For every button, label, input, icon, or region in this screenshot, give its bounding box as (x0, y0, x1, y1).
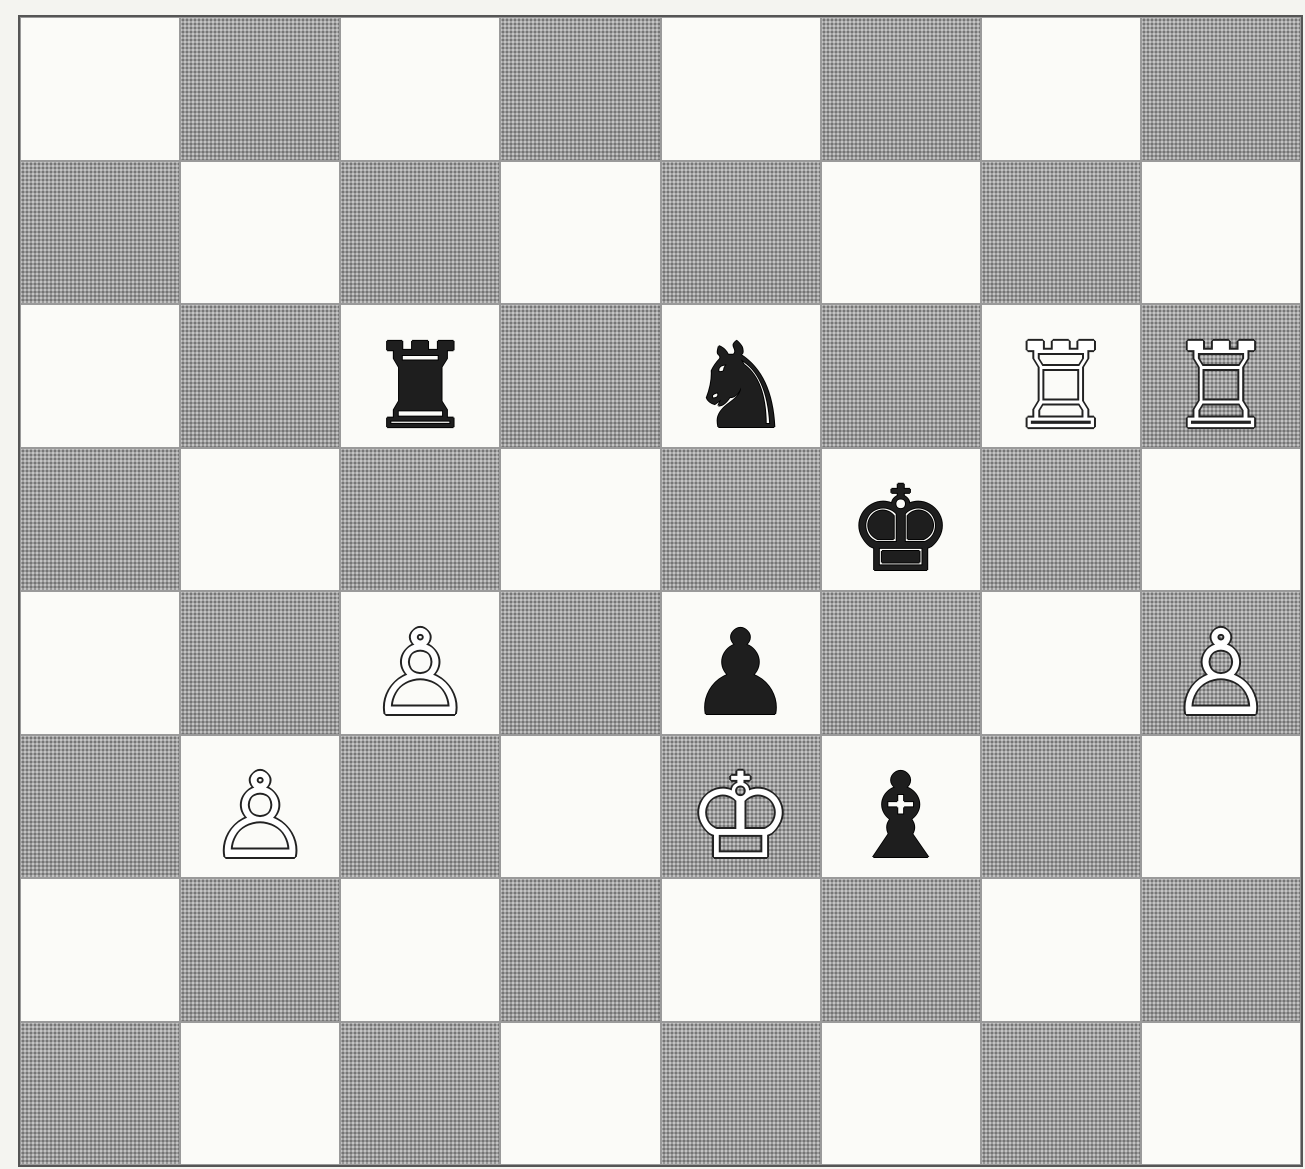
square-c1[interactable] (340, 1022, 500, 1166)
white-pawn-icon[interactable]: ♙ (1168, 614, 1274, 732)
square-a5[interactable] (20, 448, 180, 592)
square-g3[interactable] (981, 735, 1141, 879)
square-b1[interactable] (180, 1022, 340, 1166)
square-a1[interactable] (20, 1022, 180, 1166)
square-b3[interactable]: ♙ (180, 735, 340, 879)
square-f2[interactable] (821, 878, 981, 1022)
square-d8[interactable] (500, 17, 660, 161)
white-pawn-icon[interactable]: ♙ (367, 614, 473, 732)
square-a4[interactable] (20, 591, 180, 735)
square-a2[interactable] (20, 878, 180, 1022)
white-rook-icon[interactable]: ♖ (1008, 327, 1114, 445)
square-a7[interactable] (20, 161, 180, 305)
square-h4[interactable]: ♙ (1141, 591, 1301, 735)
square-f5[interactable]: ♚ (821, 448, 981, 592)
square-f1[interactable] (821, 1022, 981, 1166)
square-e3[interactable]: ♔ (661, 735, 821, 879)
square-a8[interactable] (20, 17, 180, 161)
square-c4[interactable]: ♙ (340, 591, 500, 735)
square-d3[interactable] (500, 735, 660, 879)
square-g1[interactable] (981, 1022, 1141, 1166)
square-h2[interactable] (1141, 878, 1301, 1022)
black-bishop-icon[interactable]: ♝ (848, 757, 954, 875)
square-c5[interactable] (340, 448, 500, 592)
square-f4[interactable] (821, 591, 981, 735)
square-g8[interactable] (981, 17, 1141, 161)
square-g2[interactable] (981, 878, 1141, 1022)
black-king-icon[interactable]: ♚ (848, 470, 954, 588)
square-a6[interactable] (20, 304, 180, 448)
square-f3[interactable]: ♝ (821, 735, 981, 879)
white-king-icon[interactable]: ♔ (688, 757, 794, 875)
square-f8[interactable] (821, 17, 981, 161)
square-h8[interactable] (1141, 17, 1301, 161)
square-c3[interactable] (340, 735, 500, 879)
square-b6[interactable] (180, 304, 340, 448)
square-d4[interactable] (500, 591, 660, 735)
square-b8[interactable] (180, 17, 340, 161)
square-g5[interactable] (981, 448, 1141, 592)
white-rook-icon[interactable]: ♖ (1168, 327, 1274, 445)
square-e4[interactable]: ♟ (661, 591, 821, 735)
square-d5[interactable] (500, 448, 660, 592)
square-g7[interactable] (981, 161, 1141, 305)
square-c7[interactable] (340, 161, 500, 305)
square-e6[interactable]: ♞ (661, 304, 821, 448)
square-g6[interactable]: ♖ (981, 304, 1141, 448)
square-d7[interactable] (500, 161, 660, 305)
square-e7[interactable] (661, 161, 821, 305)
square-b4[interactable] (180, 591, 340, 735)
square-h1[interactable] (1141, 1022, 1301, 1166)
square-h7[interactable] (1141, 161, 1301, 305)
black-knight-icon[interactable]: ♞ (688, 327, 794, 445)
square-h6[interactable]: ♖ (1141, 304, 1301, 448)
square-f6[interactable] (821, 304, 981, 448)
square-d6[interactable] (500, 304, 660, 448)
chess-board: ♜ ♞ ♖ ♖ ♚ ♙ ♟ ♙ ♙ ♔ ♝ (18, 15, 1303, 1167)
square-c2[interactable] (340, 878, 500, 1022)
square-g4[interactable] (981, 591, 1141, 735)
square-c6[interactable]: ♜ (340, 304, 500, 448)
square-e8[interactable] (661, 17, 821, 161)
white-pawn-icon[interactable]: ♙ (207, 757, 313, 875)
black-pawn-icon[interactable]: ♟ (688, 614, 794, 732)
square-e1[interactable] (661, 1022, 821, 1166)
square-e2[interactable] (661, 878, 821, 1022)
black-rook-icon[interactable]: ♜ (367, 327, 473, 445)
square-a3[interactable] (20, 735, 180, 879)
square-h3[interactable] (1141, 735, 1301, 879)
square-b7[interactable] (180, 161, 340, 305)
square-d2[interactable] (500, 878, 660, 1022)
square-b5[interactable] (180, 448, 340, 592)
square-e5[interactable] (661, 448, 821, 592)
square-c8[interactable] (340, 17, 500, 161)
square-d1[interactable] (500, 1022, 660, 1166)
square-h5[interactable] (1141, 448, 1301, 592)
square-b2[interactable] (180, 878, 340, 1022)
square-f7[interactable] (821, 161, 981, 305)
